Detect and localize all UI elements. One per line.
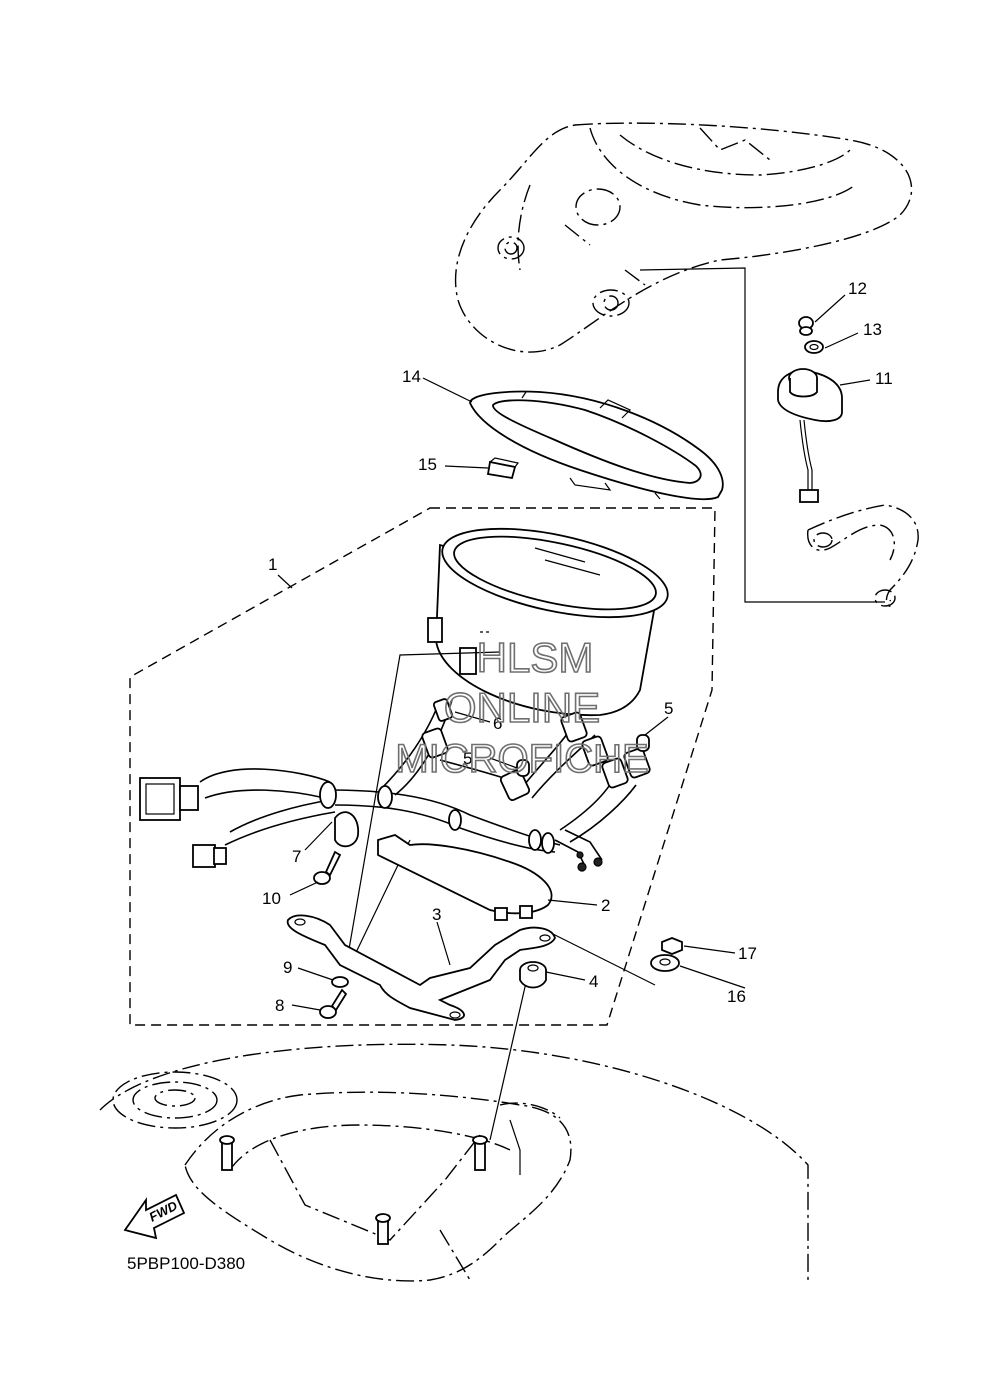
- part-3-bracket: [286, 914, 556, 1021]
- connector-large: [139, 777, 199, 821]
- part-10-screw: [313, 850, 342, 885]
- part-12-screw: [798, 316, 814, 336]
- part-4-grommet: [519, 961, 547, 989]
- bulb-socket-mid: [499, 768, 531, 802]
- part-17-nut: [661, 937, 683, 955]
- part-14-bezel-ring: [469, 390, 724, 501]
- callout-3: 3: [432, 905, 441, 924]
- part-16-washer: [650, 954, 680, 972]
- part-7-clamp: [334, 811, 359, 848]
- connection-line-upper: [639, 267, 885, 603]
- callout-16: 16: [727, 987, 746, 1006]
- mount-studs: [219, 1119, 521, 1245]
- callout-13: 13: [863, 320, 882, 339]
- leader-line-16: [544, 929, 656, 986]
- callout-leaders: [277, 294, 871, 1011]
- wire-harness: [139, 698, 651, 872]
- callout-8: 8: [275, 996, 284, 1015]
- callout-9: 9: [283, 958, 292, 977]
- bulb-socket-right-1: [560, 711, 588, 743]
- bulb-socket-right-2: [581, 735, 609, 767]
- part-11-switch: [777, 368, 843, 503]
- callout-7: 7: [292, 847, 301, 866]
- upper-housing-outline: [454, 122, 913, 353]
- bulb-socket-right-3: [601, 757, 629, 789]
- callout-11: 11: [875, 369, 893, 388]
- watermark-line-3: MICROFICHE: [395, 737, 648, 781]
- assembly-boundary: [129, 507, 716, 1026]
- callout-2: 2: [601, 896, 610, 915]
- leader-line-7: [347, 651, 501, 956]
- watermark-line-1: HLSM: [477, 634, 594, 681]
- callout-4: 4: [589, 972, 598, 991]
- leader-line-4: [489, 964, 531, 1141]
- part-15-clip: [486, 457, 520, 480]
- lower-mount-outline: [99, 1043, 809, 1282]
- callout-5-right: 5: [664, 699, 673, 718]
- bulb-socket-left: [421, 698, 454, 759]
- callout-10: 10: [262, 889, 281, 908]
- callout-5-left: 5: [463, 749, 472, 768]
- part-8-screw: [319, 988, 348, 1019]
- fwd-arrow: FWD: [123, 1193, 186, 1240]
- callout-17: 17: [738, 944, 757, 963]
- callout-6: 6: [493, 714, 502, 733]
- part-5-bulb-right: [636, 734, 650, 752]
- part-13-washer: [804, 340, 824, 354]
- bracket-outline-right: [807, 504, 919, 607]
- part-2-plate: [377, 834, 553, 921]
- callout-15: 15: [418, 455, 437, 474]
- diagram-code: 5PBP100-D380: [127, 1254, 245, 1273]
- watermark: HLSM ONLINE MICROFICHE: [395, 633, 650, 782]
- meter-body: [427, 527, 669, 716]
- callout-1: 1: [268, 555, 277, 574]
- watermark-line-2: ONLINE: [444, 684, 600, 731]
- callout-14: 14: [402, 367, 421, 386]
- bulb-socket-right-4: [623, 747, 651, 779]
- callouts: 12 13 11 14 15 1 6 5 5 7 10 2 3 4 9 8 17…: [262, 279, 893, 1015]
- connector-small: [192, 844, 227, 868]
- callout-12: 12: [848, 279, 867, 298]
- part-9-washer: [331, 976, 349, 988]
